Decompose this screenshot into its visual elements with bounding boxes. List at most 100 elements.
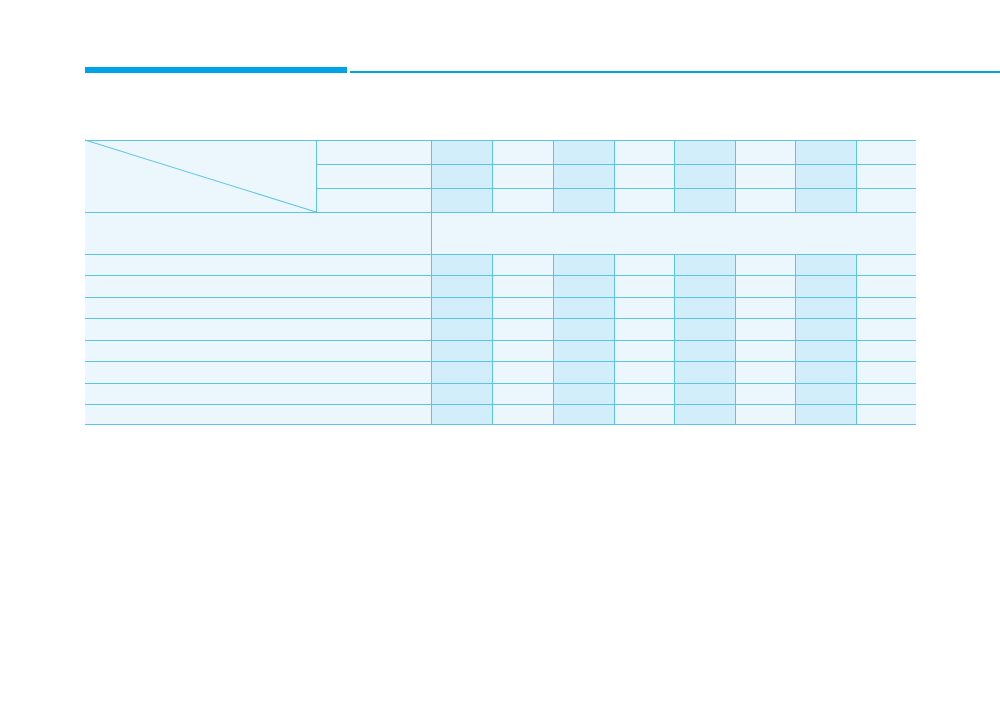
table-rule — [553, 140, 554, 212]
header-label-cell — [316, 188, 431, 212]
data-cell — [431, 383, 492, 404]
data-cell — [795, 275, 856, 297]
data-cell — [492, 275, 553, 297]
body-row-label — [85, 404, 431, 425]
table-rule — [316, 140, 317, 212]
data-cell — [856, 188, 916, 212]
data-cell — [856, 383, 916, 404]
table-rule — [674, 140, 675, 212]
table-rule — [856, 140, 857, 212]
data-cell — [674, 318, 735, 340]
data-cell — [431, 188, 492, 212]
table-rule — [85, 275, 916, 276]
data-cell — [492, 140, 553, 164]
data-cell — [795, 340, 856, 361]
data-cell — [795, 404, 856, 425]
data-cell — [795, 383, 856, 404]
data-cell — [735, 254, 795, 275]
data-cell — [674, 140, 735, 164]
data-cell — [795, 164, 856, 188]
data-cell — [492, 254, 553, 275]
data-cell — [553, 254, 614, 275]
body-row-label — [85, 383, 431, 404]
data-cell — [856, 404, 916, 425]
data-cell — [614, 275, 674, 297]
header-label-cell — [316, 164, 431, 188]
data-cell — [735, 361, 795, 383]
body-row-label — [85, 297, 431, 318]
data-cell — [674, 404, 735, 425]
data-cell — [492, 383, 553, 404]
data-cell — [856, 361, 916, 383]
data-cell — [553, 318, 614, 340]
corner-diagonal — [84, 139, 317, 213]
table-rule — [85, 404, 916, 405]
table-rule — [85, 361, 916, 362]
data-cell — [553, 297, 614, 318]
table-rule — [735, 254, 736, 425]
data-cell — [856, 275, 916, 297]
data-cell — [795, 140, 856, 164]
table-rule — [85, 140, 916, 141]
data-cell — [431, 297, 492, 318]
table-rule — [85, 340, 916, 341]
data-cell — [735, 318, 795, 340]
table-rule — [85, 297, 916, 298]
table-rule — [674, 254, 675, 425]
header-divider-line — [350, 71, 1000, 73]
data-cell — [795, 297, 856, 318]
table-rule — [614, 254, 615, 425]
body-row-label — [85, 340, 431, 361]
data-cell — [614, 164, 674, 188]
data-cell — [674, 164, 735, 188]
table-rule — [553, 254, 554, 425]
merged-row-value — [431, 212, 916, 254]
data-cell — [735, 164, 795, 188]
body-row-label — [85, 318, 431, 340]
data-cell — [492, 297, 553, 318]
data-cell — [735, 275, 795, 297]
data-cell — [431, 340, 492, 361]
data-cell — [735, 297, 795, 318]
data-cell — [795, 254, 856, 275]
data-cell — [492, 404, 553, 425]
data-cell — [856, 164, 916, 188]
table-rule — [85, 424, 916, 425]
data-cell — [856, 340, 916, 361]
data-cell — [735, 383, 795, 404]
corner-diagonal-line — [84, 139, 317, 213]
data-cell — [735, 140, 795, 164]
data-cell — [431, 318, 492, 340]
data-cell — [431, 254, 492, 275]
data-cell — [553, 275, 614, 297]
table-rule — [735, 140, 736, 212]
data-cell — [492, 361, 553, 383]
body-row-label — [85, 254, 431, 275]
data-cell — [431, 140, 492, 164]
data-cell — [492, 340, 553, 361]
data-cell — [856, 140, 916, 164]
data-cell — [553, 383, 614, 404]
table-rule — [492, 140, 493, 212]
table-rule — [431, 140, 432, 425]
table-rule — [316, 188, 916, 189]
data-cell — [674, 383, 735, 404]
data-cell — [492, 164, 553, 188]
data-cell — [735, 188, 795, 212]
header-accent-bar — [85, 67, 347, 73]
table-rule — [795, 140, 796, 212]
data-cell — [674, 340, 735, 361]
table-rule — [85, 212, 916, 213]
table-rule — [85, 318, 916, 319]
data-cell — [492, 188, 553, 212]
data-cell — [674, 361, 735, 383]
table-rule — [795, 254, 796, 425]
data-cell — [553, 340, 614, 361]
data-cell — [795, 188, 856, 212]
data-cell — [553, 140, 614, 164]
data-cell — [795, 361, 856, 383]
data-cell — [674, 254, 735, 275]
body-row-label — [85, 361, 431, 383]
data-cell — [614, 361, 674, 383]
merged-row-label — [85, 212, 431, 254]
